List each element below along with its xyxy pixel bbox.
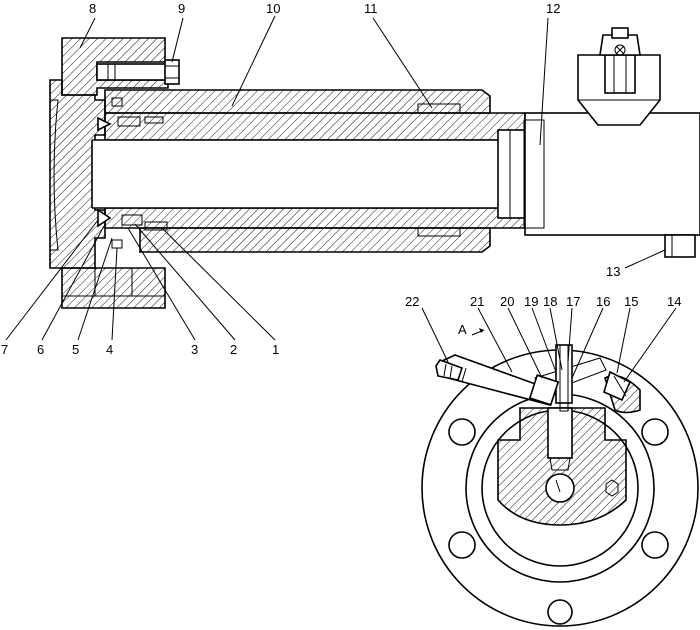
bolt-hole [547,599,573,625]
seal-upper-small [111,97,123,107]
callout-10: 10 [266,1,280,16]
leader-lines [5,15,677,383]
callout-15: 15 [624,294,638,309]
callout-22: 22 [405,294,419,309]
seal-lower [417,227,461,237]
shaft-end-circle [545,473,575,503]
callout-2: 2 [230,342,237,357]
seal-upper-left [117,116,141,127]
callout-8: 8 [89,1,96,16]
callout-6: 6 [37,342,44,357]
seal-part-7 [97,208,112,228]
nipple-part-13 [664,234,696,258]
end-view-section: A [421,322,699,627]
callout-3: 3 [191,342,198,357]
view-marker-a: A [458,322,485,337]
callout-17: 17 [566,294,580,309]
piston-rod-upper [104,112,526,141]
callout-7: 7 [1,342,8,357]
callout-1: 1 [272,342,279,357]
callout-11: 11 [364,1,378,16]
bolt-hole [641,418,669,446]
callout-14: 14 [667,294,681,309]
callout-20: 20 [500,294,514,309]
fitting-part-14 [603,370,641,414]
seal-part-4 [111,239,123,249]
flange-bottom [61,267,166,309]
head-part-12 [497,112,700,236]
callout-5: 5 [72,342,79,357]
top-fitting [577,27,661,126]
cylinder-tube-part-10 [104,89,491,114]
piston-rod-lower [104,207,526,229]
screw-part-17 [555,344,573,412]
callout-9: 9 [178,1,185,16]
callout-13: 13 [606,264,620,279]
seal-part-1 [144,221,168,231]
main-assembly-section [49,27,700,309]
seal-upper-left-2 [144,116,164,124]
callout-18: 18 [543,294,557,309]
valve-body [497,407,627,526]
callout-19: 19 [524,294,538,309]
bolt-hole [448,531,476,559]
seal-upper-ring [97,116,112,132]
cylinder-tube-lower [139,227,491,253]
view-marker-label: A [458,322,467,337]
callout-21: 21 [470,294,484,309]
bolt-hole [641,531,669,559]
callout-4: 4 [106,342,113,357]
seal-part-11 [417,103,461,114]
bolt-part-9 [96,59,180,85]
callout-labels: 8 9 10 11 12 13 1 2 3 4 5 6 7 22 21 20 1… [1,1,681,357]
bolt-hole [448,418,476,446]
bolt-part-22 [435,354,560,407]
seal-part-2 [121,214,143,226]
callout-16: 16 [596,294,610,309]
callout-12: 12 [546,1,560,16]
